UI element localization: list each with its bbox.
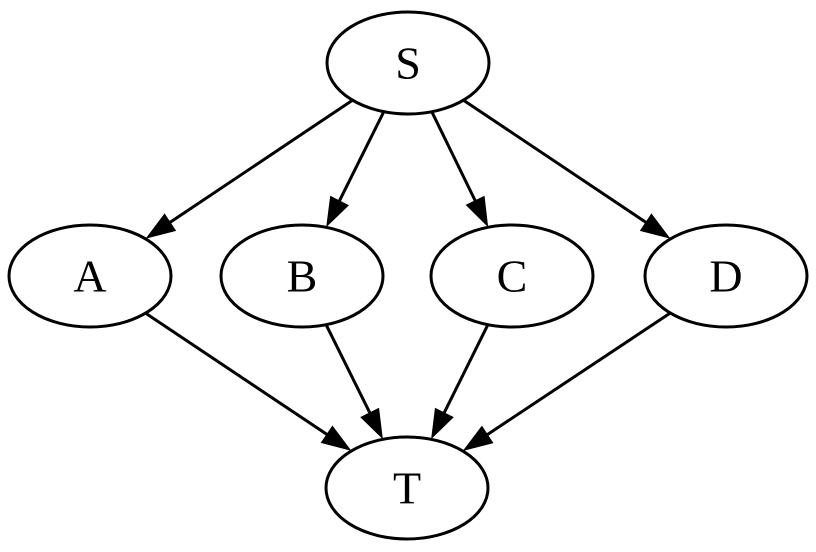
node-D: D <box>643 223 809 329</box>
node-label: D <box>709 250 742 301</box>
node-label: T <box>393 462 421 513</box>
edge-A-T <box>144 311 352 451</box>
arrowhead-icon <box>145 213 177 239</box>
edge-line <box>337 111 386 203</box>
node-T: T <box>324 435 490 541</box>
node-C: C <box>429 223 595 329</box>
node-label: B <box>287 250 318 301</box>
node-ellipse <box>219 223 385 329</box>
arrowhead-icon <box>431 407 454 440</box>
node-ellipse <box>325 10 491 116</box>
node-ellipse <box>7 223 173 329</box>
node-A: A <box>7 223 173 329</box>
node-ellipse <box>643 223 809 329</box>
edge-line <box>167 98 354 225</box>
edge-line <box>324 324 372 415</box>
node-label: S <box>395 37 421 88</box>
node-S: S <box>325 10 491 116</box>
arrowhead-icon <box>360 407 383 440</box>
edge-line <box>442 324 490 415</box>
edge-line <box>462 98 649 225</box>
node-label: A <box>73 250 106 301</box>
edge-line <box>144 311 330 437</box>
node-ellipse <box>429 223 595 329</box>
edge-C-T <box>431 324 490 440</box>
edge-B-T <box>324 324 383 440</box>
arrowhead-icon <box>465 195 489 228</box>
arrowhead-icon <box>320 425 352 451</box>
edge-S-B <box>326 111 386 228</box>
arrowhead-icon <box>326 195 349 228</box>
node-ellipse <box>324 435 490 541</box>
edge-line <box>485 311 672 437</box>
node-B: B <box>219 223 385 329</box>
arrowhead-icon <box>462 425 494 451</box>
node-label: C <box>497 250 528 301</box>
edge-S-C <box>430 111 489 228</box>
edge-S-D <box>462 98 671 239</box>
edge-D-T <box>462 311 672 451</box>
edge-line <box>430 111 478 203</box>
arrowhead-icon <box>639 213 671 239</box>
edge-S-A <box>145 98 354 239</box>
